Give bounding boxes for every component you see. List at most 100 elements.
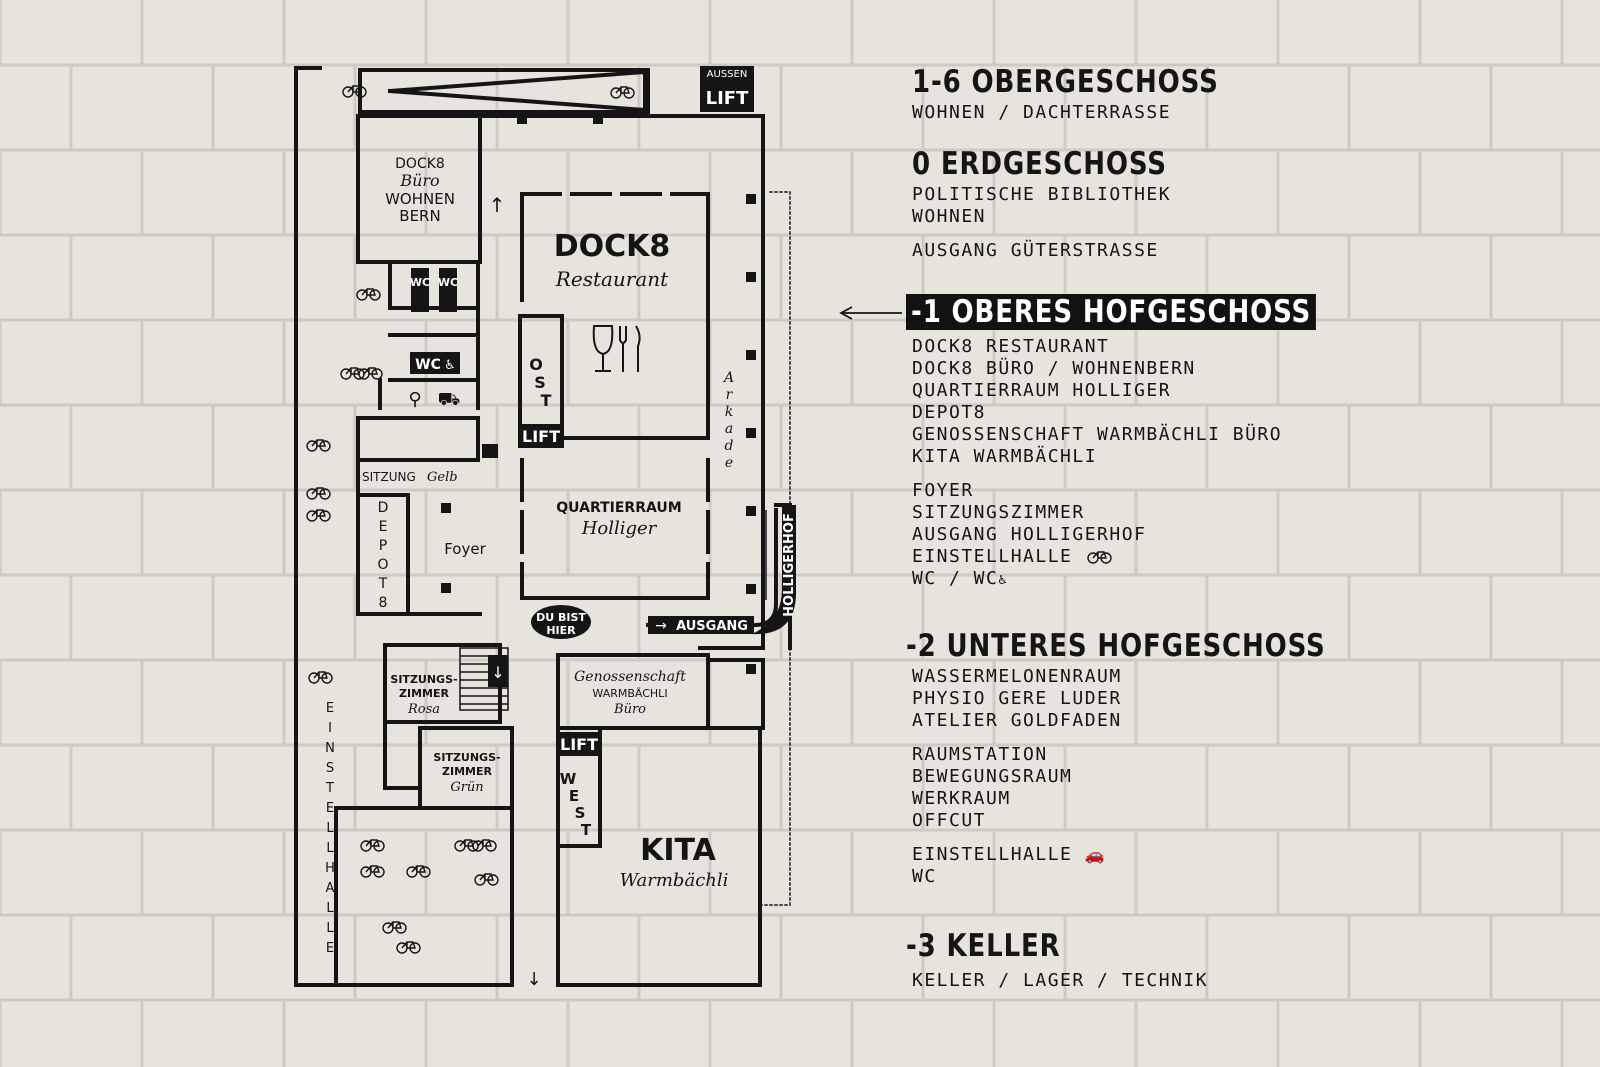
room-item: KELLER / LAGER / TECHNIK: [912, 970, 1209, 991]
dock8-office-line4: BERN: [399, 207, 440, 225]
wc-accessible-box: [410, 352, 460, 374]
svg-text:W: W: [560, 770, 577, 788]
west-lift-label: LIFT: [560, 735, 598, 754]
pillars: [441, 114, 756, 674]
wc-accessible-label: WC: [415, 357, 441, 373]
room-item: ATELIER GOLDFADEN: [912, 710, 1122, 731]
sitzung-gelb-label: SITZUNG: [362, 470, 416, 484]
you-are-here-marker: [531, 605, 591, 639]
svg-text:A: A: [722, 370, 734, 386]
stroller-icon: ⛟: [438, 389, 461, 410]
svg-text:S: S: [326, 761, 334, 776]
bicycle-icon: [396, 941, 421, 954]
room-item: DOCK8 RESTAURANT: [912, 336, 1110, 357]
genossenschaft-line2: WARMBÄCHLI: [592, 687, 667, 700]
person-icon: ⚲: [408, 389, 421, 410]
floor-heading-lower: -2 UNTERES HOFGESCHOSS: [906, 628, 1326, 664]
plan-walls: [294, 66, 792, 987]
depot8-label: D E P O T 8: [377, 500, 388, 611]
outer-lift-label: LIFT: [706, 88, 749, 109]
ost-letter-1: O: [529, 355, 543, 374]
floor-rooms-lower: WASSERMELONENRAUM PHYSIO GERE LUDER ATEL…: [912, 666, 1122, 888]
svg-text:E: E: [326, 941, 334, 956]
room-gap: [912, 832, 1122, 844]
bicycle-icon: [1085, 546, 1113, 567]
svg-text:r: r: [726, 387, 734, 403]
svg-text:S: S: [575, 804, 586, 822]
wc-label-2: WC: [438, 276, 458, 289]
ost-lift-box: [518, 424, 564, 448]
outer-lift-box: [700, 66, 754, 112]
exit-band: [648, 616, 754, 634]
svg-text:O: O: [377, 557, 388, 573]
bicycle-icon: [360, 865, 385, 878]
wc-box-1: [411, 268, 429, 312]
bicycle-icon: [610, 86, 635, 99]
svg-text:H: H: [325, 861, 335, 876]
exit-label: AUSGANG: [676, 619, 748, 634]
room-item: RAUMSTATION: [912, 744, 1048, 765]
holligerhof-band: [752, 505, 796, 635]
bicycle-icon: [306, 487, 331, 500]
room-item: KITA WARMBÄCHLI: [912, 446, 1098, 467]
svg-text:L: L: [326, 821, 334, 836]
room-item: PHYSIO GERE LUDER: [912, 688, 1122, 709]
you-are-here-line1: DU BIST: [536, 611, 586, 624]
foyer-label: Foyer: [444, 540, 486, 558]
wc-label-1: WC: [410, 276, 430, 289]
bicycle-icon: [454, 839, 479, 852]
west-lift-box: [558, 732, 600, 756]
room-item: AUSGANG HOLLIGERHOF: [912, 524, 1147, 545]
rosa-line1: SITZUNGS-: [390, 673, 457, 686]
up-arrow-icon: ↑: [489, 193, 506, 217]
dock8-office-line2: Büro: [399, 171, 439, 190]
arrow-left-icon: [839, 306, 902, 320]
svg-text:e: e: [725, 455, 733, 471]
quartierraum-name: QUARTIERRAUM: [556, 500, 681, 516]
restaurant-sub: Restaurant: [555, 267, 669, 291]
floor-rooms-ground: POLITISCHE BIBLIOTHEK WOHNEN AUSGANG GÜT…: [912, 184, 1171, 262]
gruen-line2: ZIMMER: [442, 765, 492, 778]
dock8-office-line1: DOCK8: [395, 156, 445, 172]
svg-text:a: a: [725, 421, 733, 437]
wheelchair-icon: ♿: [998, 572, 1009, 588]
svg-text:T: T: [325, 781, 334, 796]
svg-text:T: T: [378, 576, 388, 592]
svg-text:L: L: [326, 841, 334, 856]
room-item: OFFCUT: [912, 810, 987, 831]
kita-name: KITA: [640, 833, 717, 868]
bicycle-icons: [306, 85, 635, 954]
svg-text:N: N: [325, 741, 335, 756]
floor-heading-basement: -3 KELLER: [906, 928, 1061, 964]
room-item: WOHNEN / DACHTERRASSE: [912, 102, 1172, 123]
floor-rooms-current: DOCK8 RESTAURANT DOCK8 BÜRO / WOHNENBERN…: [912, 336, 1282, 590]
floor-heading-current: -1 OBERES HOFGESCHOSS: [906, 294, 1317, 330]
gruen-line3: Grün: [450, 780, 483, 795]
dock8-office-line3: WOHNEN: [385, 190, 455, 208]
bicycle-icon: [342, 85, 367, 98]
svg-text:E: E: [569, 787, 579, 805]
room-item: AUSGANG GÜTERSTRASSE: [912, 240, 1159, 261]
floor-rooms-basement: KELLER / LAGER / TECHNIK: [912, 970, 1208, 992]
bicycle-icon: [358, 367, 383, 380]
room-item: DEPOT8: [912, 402, 987, 423]
aussen-label: AUSSEN: [707, 69, 748, 80]
floor-heading-upper: 1-6 OBERGESCHOSS: [912, 64, 1219, 100]
bicycle-icon: [406, 865, 431, 878]
svg-text:D: D: [378, 500, 389, 516]
sitzung-gelb-color: Gelb: [427, 470, 458, 485]
arkade-label: A r k a d e: [722, 370, 734, 471]
rosa-line2: ZIMMER: [399, 687, 449, 700]
svg-text:E: E: [326, 701, 334, 716]
room-item: QUARTIERRAUM HOLLIGER: [912, 380, 1172, 401]
wc-box-2: [439, 268, 457, 312]
wheelchair-icon: ♿: [444, 358, 456, 373]
bicycle-icon: [308, 671, 333, 684]
svg-text:I: I: [328, 721, 332, 736]
svg-text:E: E: [326, 801, 334, 816]
quartierraum-sub: Holliger: [581, 518, 658, 539]
room-item: BEWEGUNGSRAUM: [912, 766, 1073, 787]
you-are-here-line2: HIER: [546, 624, 576, 637]
svg-text:d: d: [725, 438, 734, 454]
rosa-line3: Rosa: [407, 702, 440, 717]
